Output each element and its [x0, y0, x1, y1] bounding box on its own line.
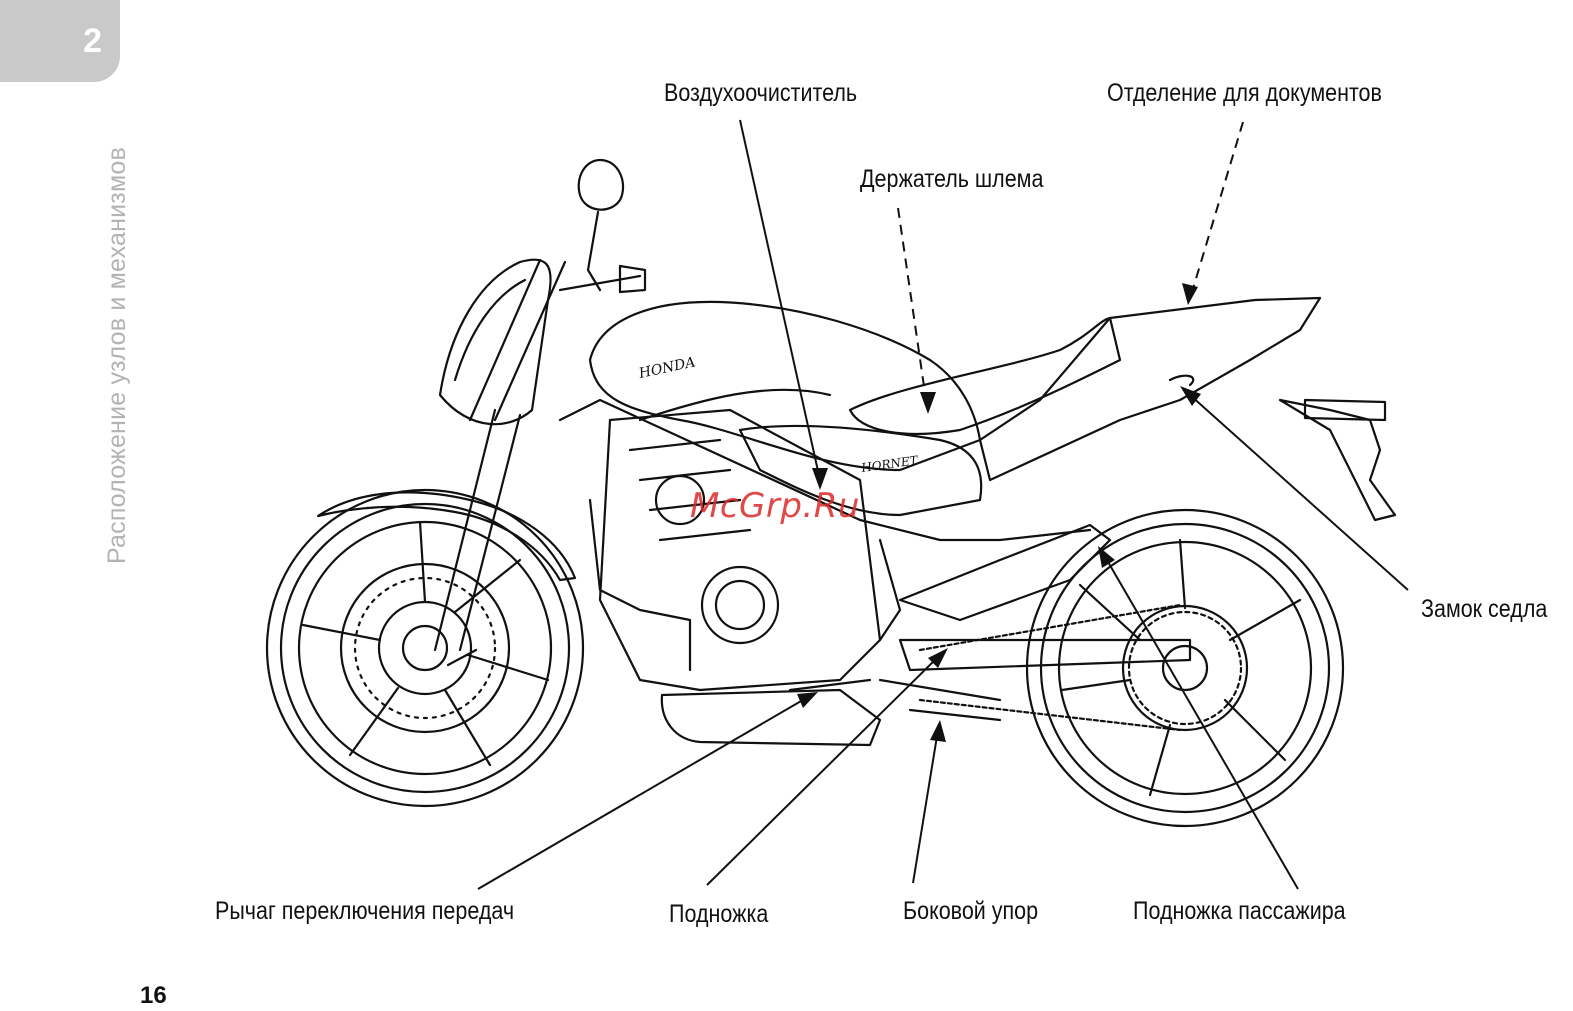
- label-seat-lock: Замок седла: [1421, 595, 1547, 624]
- tank-logo: HONDA: [637, 354, 697, 382]
- engine: [600, 410, 880, 690]
- watermark: McGrp.Ru: [690, 486, 860, 526]
- label-passenger-footpeg: Подножка пассажира: [1133, 897, 1346, 926]
- label-gearshift-pedal: Рычаг переключения передач: [215, 897, 514, 926]
- seat: [850, 318, 1120, 434]
- tail-section: [980, 298, 1320, 480]
- front-wheel: [267, 490, 583, 806]
- mirror: [579, 160, 623, 210]
- rear-wheel: [1027, 510, 1343, 826]
- page-number: 16: [140, 982, 167, 1010]
- handlebar: [560, 266, 645, 292]
- label-footpeg: Подножка: [669, 900, 768, 929]
- tail-light: [1305, 400, 1385, 420]
- label-air-cleaner: Воздухоочиститель: [664, 79, 857, 108]
- headlight-cowl: [440, 260, 551, 425]
- label-helmet-holder: Держатель шлема: [860, 165, 1043, 194]
- label-side-stand: Боковой упор: [903, 897, 1038, 926]
- side-stand-bar: [910, 710, 1000, 720]
- model-badge: HORNET: [859, 453, 919, 475]
- label-document-compartment: Отделение для документов: [1107, 79, 1382, 108]
